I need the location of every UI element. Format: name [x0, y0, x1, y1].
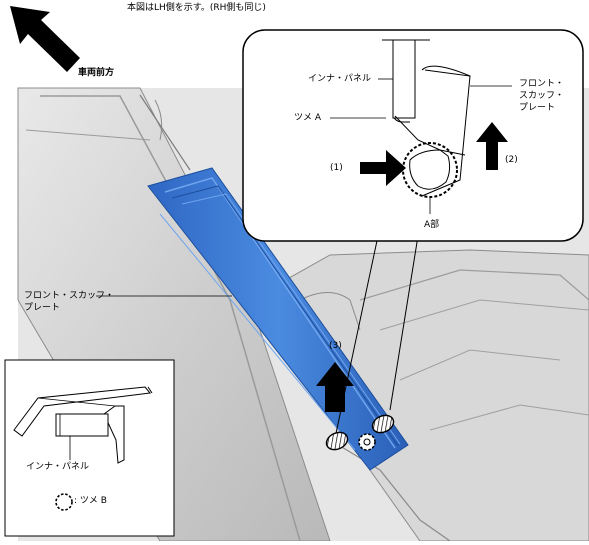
claw-markers: [325, 414, 395, 451]
main-scuff-plate-label-line1: フロント・スカッフ・: [24, 291, 115, 301]
diagram-note: 本図はLH側を示す。(RH側も同じ): [127, 3, 266, 13]
lift-arrow-3: [316, 362, 354, 412]
vehicle-front-label: 車両前方: [78, 68, 115, 78]
scuff-plate-label-line1: フロント・: [519, 79, 565, 89]
push-arrow-1: [360, 150, 406, 186]
lift-arrow-2: [476, 122, 508, 170]
inner-panel-label: インナ・パネル: [308, 74, 372, 84]
step-3-label: (3): [329, 341, 342, 351]
scuff-plate-label-line3: プレート: [519, 103, 556, 113]
vehicle-front-arrow: [10, 6, 80, 72]
step-2-label: (2): [505, 155, 518, 165]
main-scuff-plate-label-line2: プレート: [24, 303, 61, 313]
cross-section-inset: [4, 359, 175, 537]
part-a-label: A部: [424, 220, 440, 230]
scuff-plate-label-line2: スカッフ・: [519, 91, 565, 101]
claw-b-legend-icon: [55, 493, 73, 511]
step-1-label: (1): [330, 163, 343, 173]
inset-inner-panel-label: インナ・パネル: [26, 462, 90, 472]
claw-a-label: ツメ A: [294, 113, 322, 123]
leader-lines: [96, 78, 512, 297]
claw-b-legend-label: : ツメ B: [74, 496, 107, 506]
